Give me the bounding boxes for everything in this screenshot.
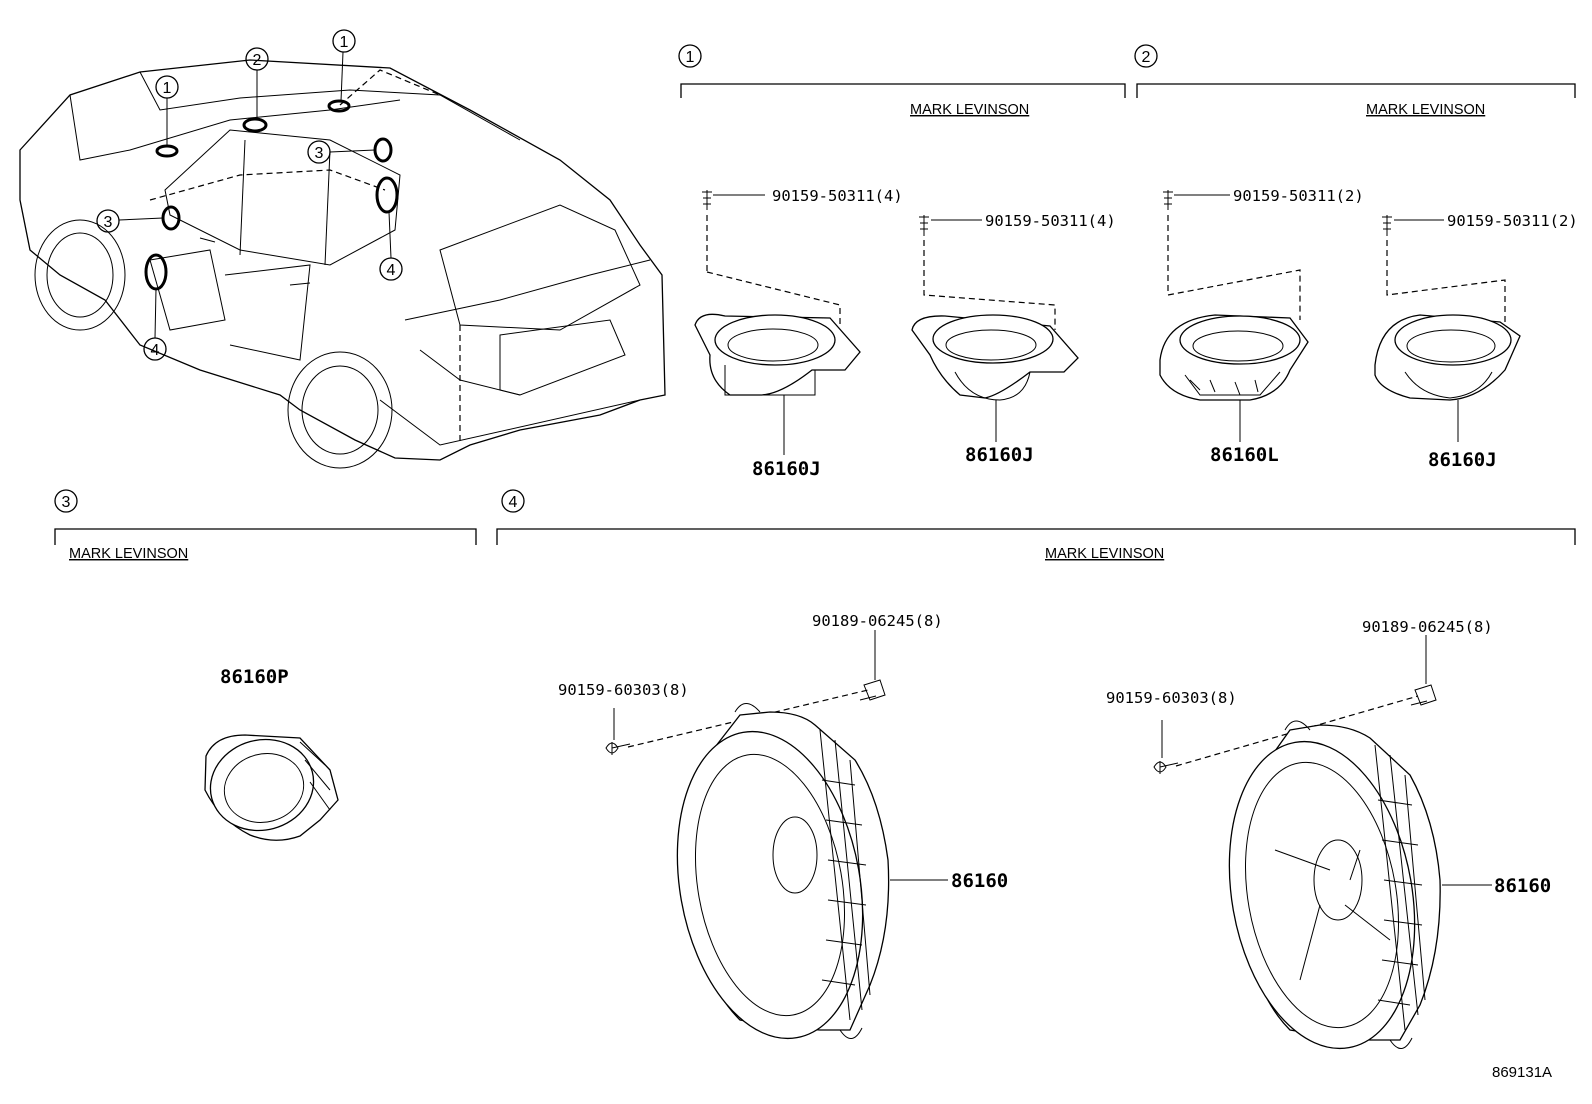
vehicle-illustration [19,51,666,469]
callout-number: 4 [151,342,160,359]
part-number: 86160 [951,870,1008,892]
speaker-86160-a [605,630,948,1040]
callout-circle: 3 [307,140,331,164]
part-number: 86160P [220,666,289,688]
screw-label: 90159-50311(4) [985,212,1116,230]
screw-label: 90159-50311(2) [1233,187,1364,205]
screw-label: 90189-06245(8) [812,612,943,630]
callout-circle: 4 [143,337,167,361]
part-number: 86160J [752,458,821,480]
part-number: 86160 [1494,875,1551,897]
callout-number: 1 [340,34,349,51]
group-3: 3 MARK LEVINSON [54,489,477,562]
callout-number: 1 [163,80,172,97]
group-label: MARK LEVINSON [1366,102,1485,118]
group-1: 1 MARK LEVINSON [678,44,1126,118]
screw-label: 90159-60303(8) [558,681,689,699]
group-number: 4 [509,494,518,511]
part-number: 86160J [965,444,1034,466]
callout-circle: 3 [96,209,120,233]
part-number: 86160J [1428,449,1497,471]
group-2: 2 MARK LEVINSON [1134,44,1576,118]
group-label: MARK LEVINSON [69,546,188,562]
speaker-86160J-c [1374,215,1521,442]
speaker-86160J-b [911,215,1079,442]
screw-label: 90159-50311(2) [1447,212,1578,230]
speaker-86160P [204,734,339,841]
screw-label: 90159-60303(8) [1106,689,1237,707]
callout-circle: 1 [332,29,356,53]
group-number: 1 [686,49,695,66]
callout-number: 3 [104,214,113,231]
group-4: 4 MARK LEVINSON [496,489,1576,562]
group-number: 3 [62,494,71,511]
screw-label: 90189-06245(8) [1362,618,1493,636]
group-label: MARK LEVINSON [910,102,1029,118]
callout-circle: 4 [379,257,403,281]
callout-circle: 1 [155,75,179,99]
callout-number: 3 [315,145,324,162]
speaker-86160-b [1153,635,1492,1050]
screw-label: 90159-50311(4) [772,187,903,205]
speaker-86160J-a [694,190,861,455]
group-label: MARK LEVINSON [1045,546,1164,562]
callout-circle: 2 [245,47,269,71]
diagram-code: 869131A [1492,1064,1552,1081]
group-number: 2 [1142,49,1151,66]
speaker-86160L [1159,190,1309,442]
part-number: 86160L [1210,444,1279,466]
callout-number: 2 [253,52,262,69]
callout-number: 4 [387,262,396,279]
